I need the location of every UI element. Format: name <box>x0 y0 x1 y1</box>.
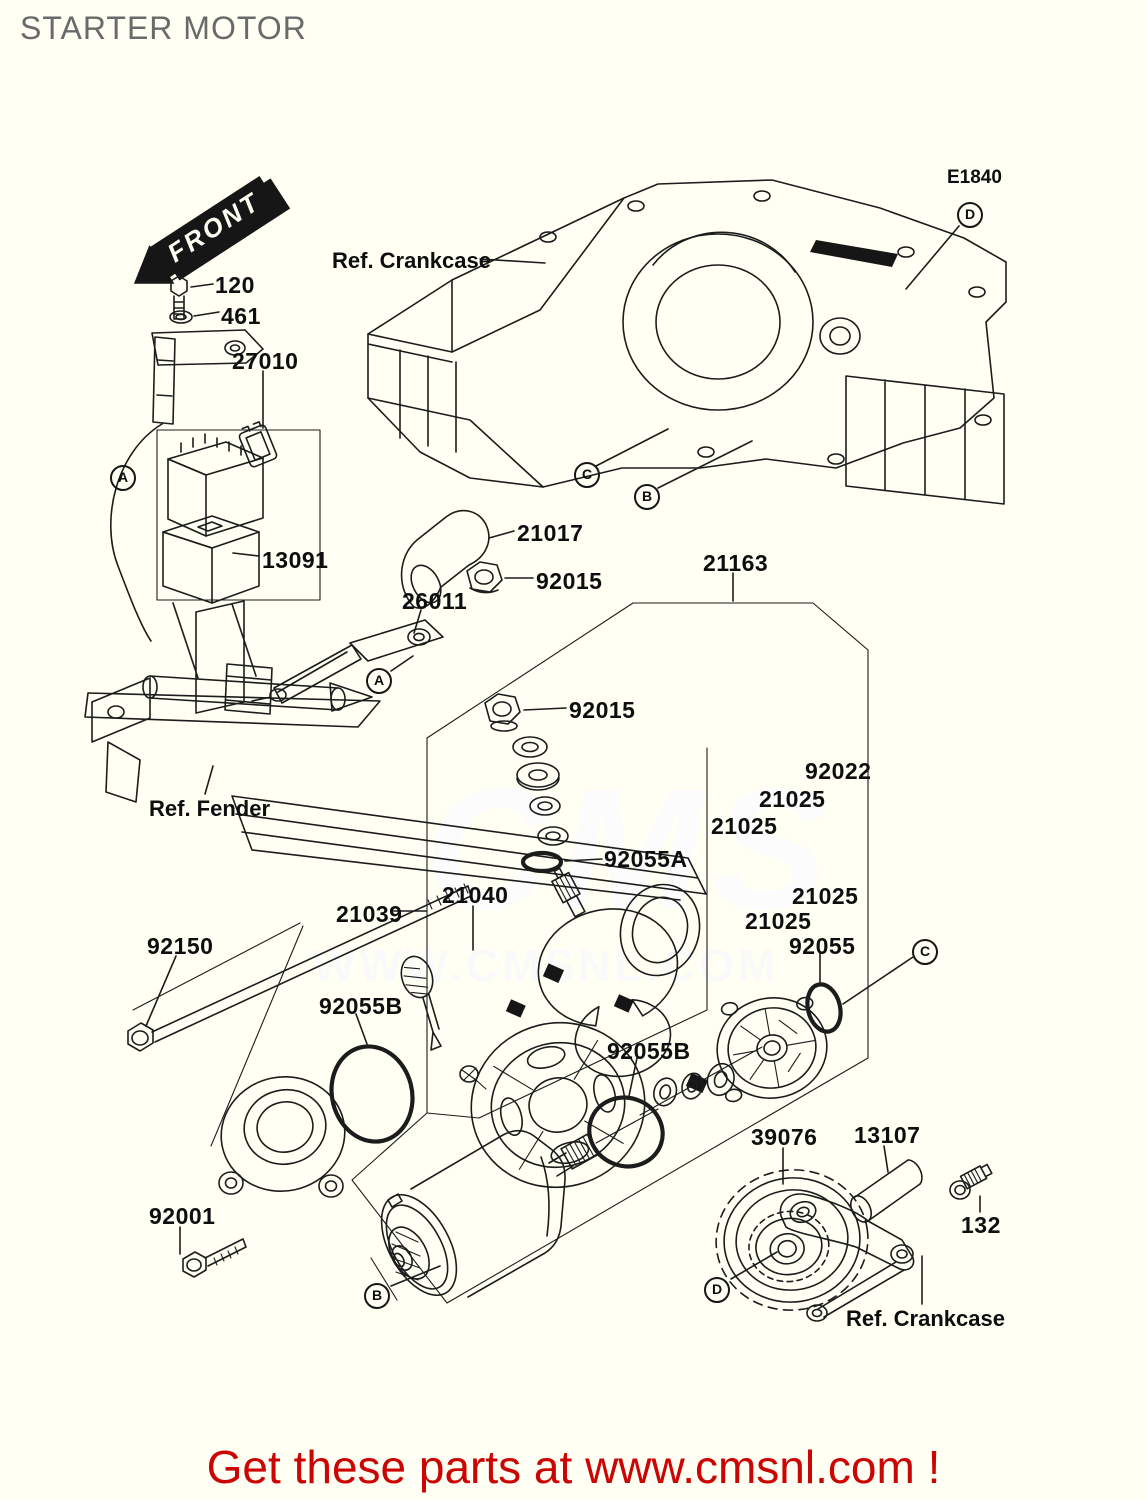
shaft-nut-washers-drawing <box>484 693 603 874</box>
part-label-92055a: 92055A <box>604 846 688 872</box>
leader-26011 <box>413 609 422 634</box>
fender-drawing <box>91 663 707 901</box>
view-marker-c1: C <box>574 462 600 488</box>
part-label-92022: 92022 <box>805 758 872 784</box>
oring-92055b-right <box>587 1095 665 1169</box>
part-label-92055b-2: 92055B <box>607 1038 691 1064</box>
leader-92055b-left <box>355 1013 368 1045</box>
part-label-21040: 21040 <box>442 882 509 908</box>
end-cover-drawing <box>218 1075 346 1198</box>
leader-120 <box>190 283 214 288</box>
part-label-21017: 21017 <box>517 520 584 546</box>
view-marker-a1: A <box>110 465 136 491</box>
part-label-13107: 13107 <box>854 1122 921 1148</box>
starter-motor-drawing <box>380 1108 659 1298</box>
part-label-92015-2: 92015 <box>569 697 636 723</box>
part-label-92001: 92001 <box>149 1203 216 1229</box>
brush-holder-drawing <box>400 867 709 1189</box>
part-label-92055: 92055 <box>789 933 856 959</box>
view-marker-a2: A <box>366 668 392 694</box>
crankcase-drawing <box>367 179 1007 505</box>
assembly-box-21163 <box>351 602 869 1304</box>
projection-lines <box>132 922 304 1147</box>
part-label-26011: 26011 <box>402 588 468 614</box>
part-label-461: 461 <box>221 303 261 329</box>
leader-view-b1 <box>657 440 753 489</box>
battery-cable-drawing <box>251 609 444 704</box>
part-label-132: 132 <box>961 1212 1001 1238</box>
part-label-21025-4: 21025 <box>745 908 812 934</box>
shim-washers-drawing <box>639 1046 763 1116</box>
view-marker-b1: B <box>634 484 660 510</box>
footer-promo-link[interactable]: Get these parts at www.cmsnl.com ! <box>206 1441 941 1493</box>
part-label-27010: 27010 <box>232 348 299 374</box>
leader-view-d2 <box>730 1251 778 1280</box>
oring-92055 <box>805 982 843 1034</box>
leader-21017 <box>488 530 515 539</box>
leader-ref-crankcase-top <box>479 258 546 264</box>
part-label-21163: 21163 <box>703 550 769 576</box>
view-marker-d2: D <box>704 1277 730 1303</box>
watermark-url-text: WWW.CMSNL.COM <box>313 940 780 991</box>
part-label-92150: 92150 <box>147 933 214 959</box>
drawing-code-label: E1840 <box>947 167 1002 188</box>
part-label-21025-2: 21025 <box>711 813 778 839</box>
leader-461 <box>193 311 220 317</box>
oring-92055b-left <box>329 1044 415 1144</box>
assembly-boxes <box>132 572 869 1304</box>
ref-label-crankcase-top: Ref. Crankcase <box>332 248 491 273</box>
assembly-box-inner <box>426 747 708 1119</box>
leader-view-d1 <box>905 225 960 290</box>
starter-relay-drawing <box>84 275 381 728</box>
leader-ref-fender <box>204 765 214 795</box>
view-marker-d1: D <box>957 202 983 228</box>
bolt-92150-drawing <box>127 883 472 1052</box>
leader-view-b2 <box>390 1265 441 1287</box>
leader-92015-2 <box>523 707 567 711</box>
ref-label-crankcase-bottom: Ref. Crankcase <box>846 1306 1005 1331</box>
front-arrow: FRONT <box>133 176 291 284</box>
leader-view-c2 <box>842 956 914 1005</box>
leader-13091 <box>232 552 260 557</box>
ref-label-fender: Ref. Fender <box>149 796 271 821</box>
oring-92055a <box>520 850 564 874</box>
shift-lever-drawing <box>779 1193 923 1322</box>
leader-92055a <box>564 858 603 862</box>
part-label-21039: 21039 <box>336 901 403 927</box>
leader-92150 <box>145 955 177 1027</box>
part-label-120: 120 <box>215 272 255 298</box>
bolt-92001-drawing <box>179 1226 247 1278</box>
view-marker-b2: B <box>364 1283 390 1309</box>
part-label-92015-1: 92015 <box>536 568 603 594</box>
terminal-nut-drawing <box>466 561 534 594</box>
leader-13107 <box>883 1145 889 1173</box>
leader-92055b-right <box>628 1057 638 1097</box>
leader-view-a2 <box>390 655 414 672</box>
part-label-21025-1: 21025 <box>759 786 826 812</box>
part-label-13091: 13091 <box>262 547 329 573</box>
part-label-92055b-1: 92055B <box>319 993 403 1019</box>
cms-watermark: CMS WWW.CMSNL.COM <box>313 753 828 991</box>
page-title: STARTER MOTOR <box>20 10 307 46</box>
bolt-132-drawing <box>949 1163 993 1213</box>
part-label-21025-3: 21025 <box>792 883 859 909</box>
terminal-cover-drawing <box>400 509 515 609</box>
part-label-39076: 39076 <box>751 1124 818 1150</box>
idle-gear-drawing <box>715 1169 869 1311</box>
view-marker-c2: C <box>912 939 938 965</box>
leader-view-c1 <box>595 428 669 467</box>
